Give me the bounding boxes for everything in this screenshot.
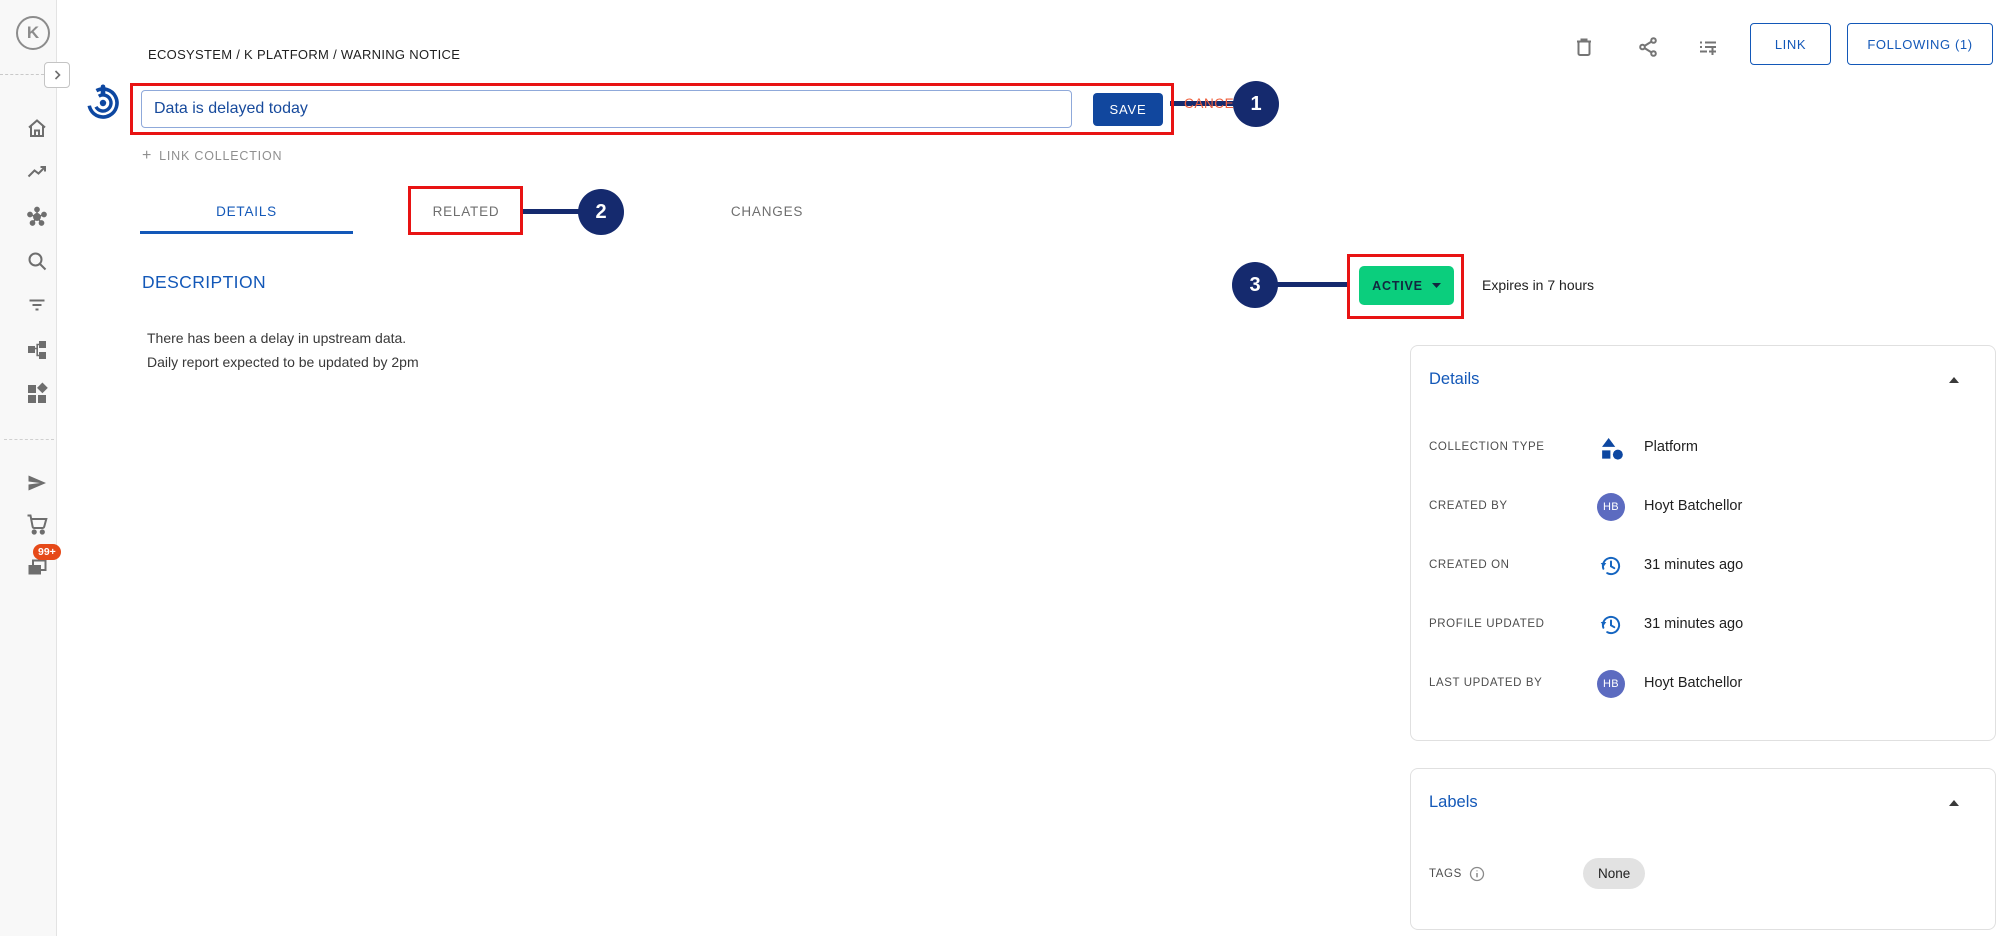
collapse-icon[interactable] (1949, 800, 1959, 806)
history-clock-icon (1600, 556, 1621, 576)
annotation-badge-1: 1 (1233, 81, 1279, 127)
tags-label: TAGS (1429, 866, 1485, 882)
sidebar-item-send[interactable] (25, 471, 49, 495)
sidebar-item-home[interactable] (25, 116, 49, 140)
share-button[interactable] (1636, 35, 1660, 59)
annotation-badge-3: 3 (1232, 262, 1278, 308)
sidebar-item-search[interactable] (25, 249, 49, 273)
detail-row-value: Platform (1644, 439, 1698, 455)
description-text: There has been a delay in upstream data.… (147, 327, 419, 374)
avatar[interactable]: HB (1597, 493, 1625, 521)
annotation-badge-2: 2 (578, 189, 624, 235)
chat-icon (28, 559, 47, 575)
detail-row-value: Hoyt Batchellor (1644, 498, 1743, 514)
sidebar: K 99+ (0, 0, 61, 936)
tags-label-text: TAGS (1429, 868, 1462, 880)
detail-row-label: COLLECTION TYPE (1429, 441, 1545, 453)
save-button-label: SAVE (1109, 102, 1147, 117)
detail-row-value: 31 minutes ago (1644, 557, 1744, 573)
sidebar-item-trends[interactable] (25, 160, 49, 184)
link-collection-button[interactable]: + LINK COLLECTION (142, 147, 282, 165)
sidebar-item-widgets[interactable] (25, 382, 49, 406)
details-card-title: Details (1429, 370, 1480, 388)
chat-notification-badge: 99+ (33, 544, 61, 560)
status-label: ACTIVE (1372, 278, 1423, 293)
cancel-button-label: CANCEL (1184, 96, 1243, 111)
cart-icon (27, 514, 48, 535)
detail-row-label: CREATED BY (1429, 500, 1508, 512)
sidebar-item-lineage[interactable] (25, 338, 49, 362)
description-line: Daily report expected to be updated by 2… (147, 353, 419, 370)
details-card: Details COLLECTION TYPE Platform CREATED… (1410, 345, 1996, 741)
app-logo: K (16, 16, 50, 50)
annotation-line-2 (521, 209, 581, 214)
title-input[interactable] (141, 90, 1072, 128)
share-icon (1639, 37, 1657, 57)
filter-icon (29, 299, 45, 311)
labels-card-title: Labels (1429, 793, 1478, 811)
expires-text: Expires in 7 hours (1482, 277, 1595, 293)
sidebar-item-cart[interactable] (25, 512, 49, 536)
trending-up-icon (27, 166, 46, 178)
tags-none-chip: None (1583, 858, 1646, 889)
avatar-initials: HB (1597, 493, 1625, 521)
status-dropdown[interactable]: ACTIVE (1359, 266, 1454, 305)
annotation-line-3 (1276, 282, 1349, 287)
cancel-button[interactable]: CANCEL (1184, 96, 1242, 111)
following-button[interactable]: FOLLOWING (1) (1847, 23, 1993, 65)
delete-button[interactable] (1572, 35, 1596, 59)
add-to-list-button[interactable] (1696, 35, 1720, 59)
sidebar-expand-button[interactable] (44, 62, 70, 88)
link-button[interactable]: LINK (1750, 23, 1831, 65)
detail-row-label: CREATED ON (1429, 559, 1510, 571)
detail-row-value: 31 minutes ago (1644, 616, 1744, 632)
app-logo-letter: K (26, 23, 40, 42)
annotation-line-1 (1170, 101, 1242, 106)
tab-details[interactable]: DETAILS (216, 204, 277, 219)
history-clock-icon (1600, 615, 1621, 635)
chevron-right-icon (54, 70, 61, 80)
following-button-label: FOLLOWING (1) (1867, 36, 1973, 52)
sidebar-item-network[interactable] (25, 205, 49, 229)
platform-shapes-icon (1602, 437, 1623, 460)
link-button-label: LINK (1774, 36, 1807, 52)
collapse-icon[interactable] (1949, 377, 1959, 383)
description-line: There has been a delay in upstream data. (147, 330, 407, 346)
add-to-list-icon (1700, 41, 1716, 55)
detail-row-label: LAST UPDATED BY (1429, 677, 1543, 689)
avatar[interactable]: HB (1597, 670, 1625, 698)
breadcrumb: ECOSYSTEM / K PLATFORM / WARNING NOTICE (148, 47, 461, 62)
history-icon (1597, 552, 1625, 580)
labels-card: Labels TAGS None (1410, 768, 1996, 930)
tags-none-label: None (1598, 866, 1631, 881)
caret-down-icon (1431, 283, 1441, 288)
tab-changes[interactable]: CHANGES (730, 204, 804, 219)
avatar-initials: HB (1597, 670, 1625, 698)
link-collection-label: LINK COLLECTION (159, 149, 283, 163)
sidebar-section-divider (4, 439, 54, 440)
sidebar-item-filter[interactable] (25, 293, 49, 317)
tab-related[interactable]: RELATED (432, 204, 500, 219)
trash-icon (1577, 38, 1591, 56)
search-icon (28, 252, 47, 271)
warning-notice-icon (87, 84, 119, 119)
plus-icon: + (142, 147, 153, 164)
history-icon (1597, 611, 1625, 639)
network-hub-icon (27, 206, 47, 226)
active-tab-underline (140, 231, 353, 234)
detail-row-value: Hoyt Batchellor (1644, 675, 1743, 691)
send-icon (28, 475, 46, 491)
platform-icon (1597, 434, 1625, 462)
sidebar-divider-line (0, 74, 44, 75)
account-tree-icon (28, 341, 46, 359)
info-icon[interactable] (1469, 866, 1485, 882)
widgets-icon (28, 382, 48, 403)
detail-row-label: PROFILE UPDATED (1429, 618, 1545, 630)
sidebar-item-chat[interactable] (25, 556, 49, 580)
home-icon (28, 119, 46, 137)
description-heading: DESCRIPTION (142, 272, 266, 292)
save-button[interactable]: SAVE (1093, 93, 1163, 126)
